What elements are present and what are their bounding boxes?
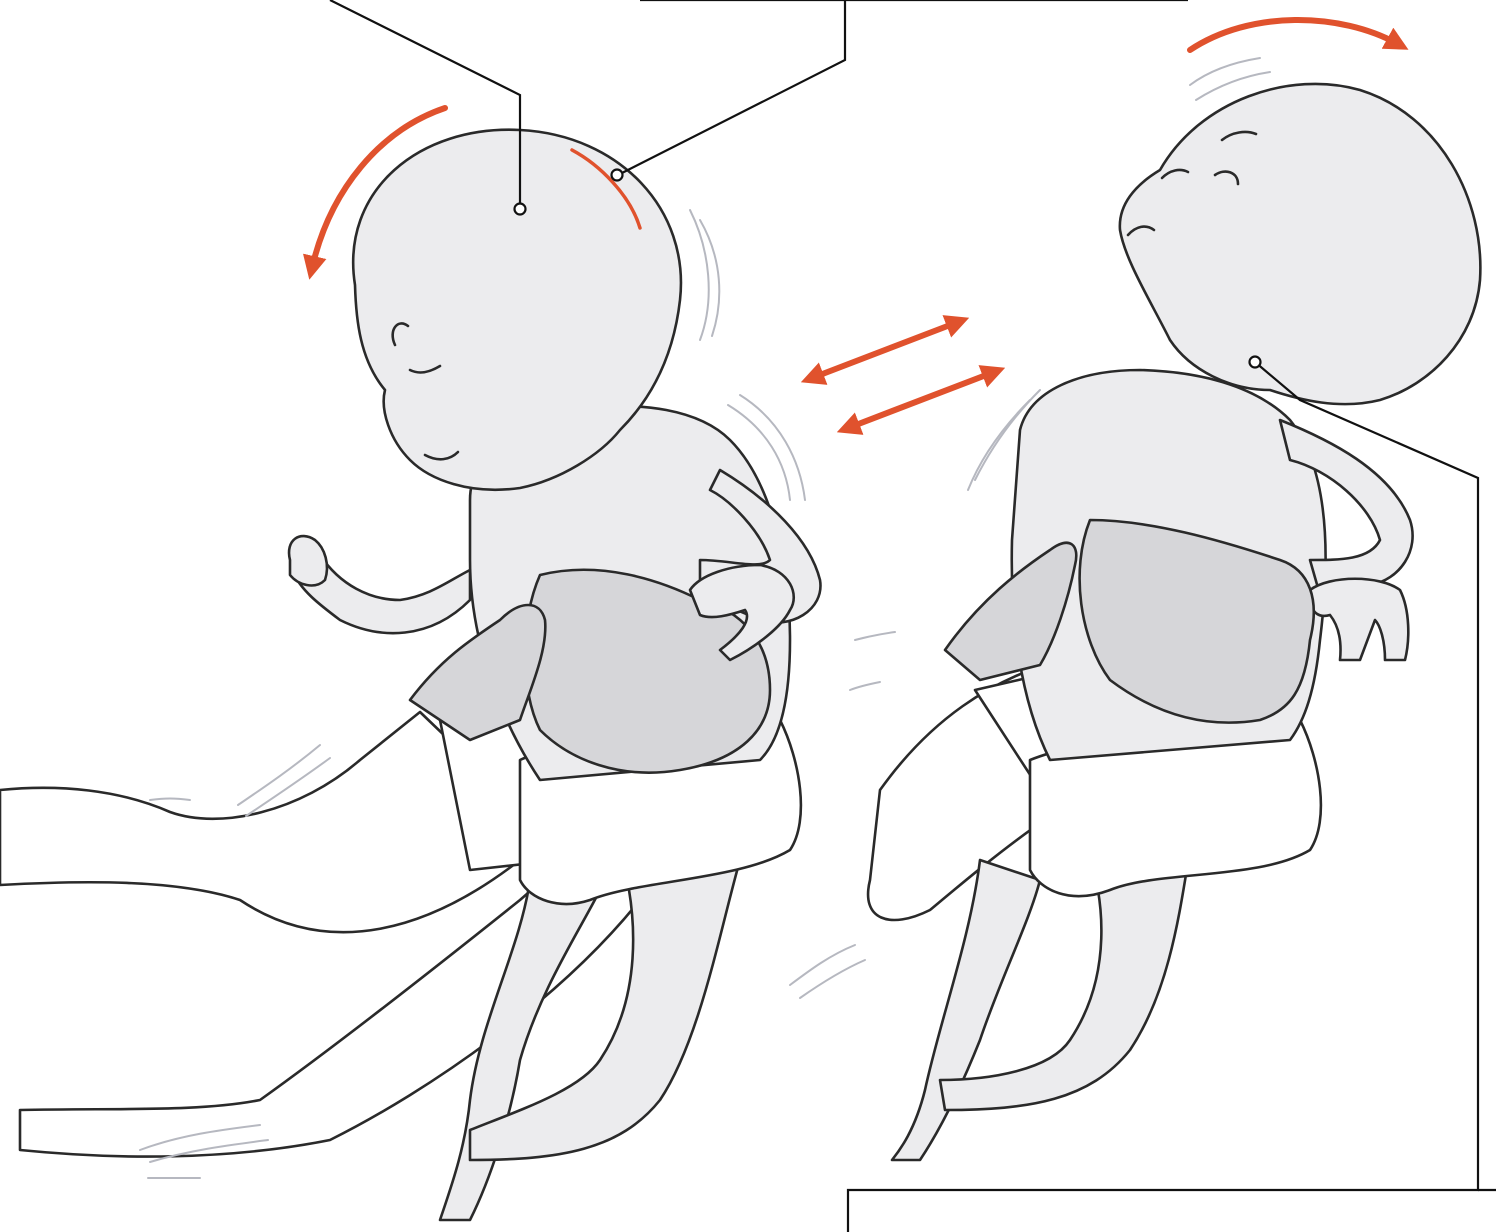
left-adult-sleeve-upper	[0, 712, 520, 932]
left-infant-fist	[289, 536, 327, 585]
double-headed-arrow-icon	[812, 322, 994, 428]
left-infant-figure	[0, 130, 820, 1220]
callout-dot-icon	[515, 204, 526, 215]
right-infant-head	[1120, 84, 1481, 404]
right-infant-hand	[1310, 579, 1408, 660]
callout-dot-icon-injury	[612, 170, 623, 181]
rotation-arrow-icon-right	[1190, 20, 1398, 50]
callout-leader-injury-b	[618, 0, 845, 175]
callout-dot-icon-neck	[1250, 357, 1261, 368]
right-infant-figure	[868, 84, 1480, 1160]
